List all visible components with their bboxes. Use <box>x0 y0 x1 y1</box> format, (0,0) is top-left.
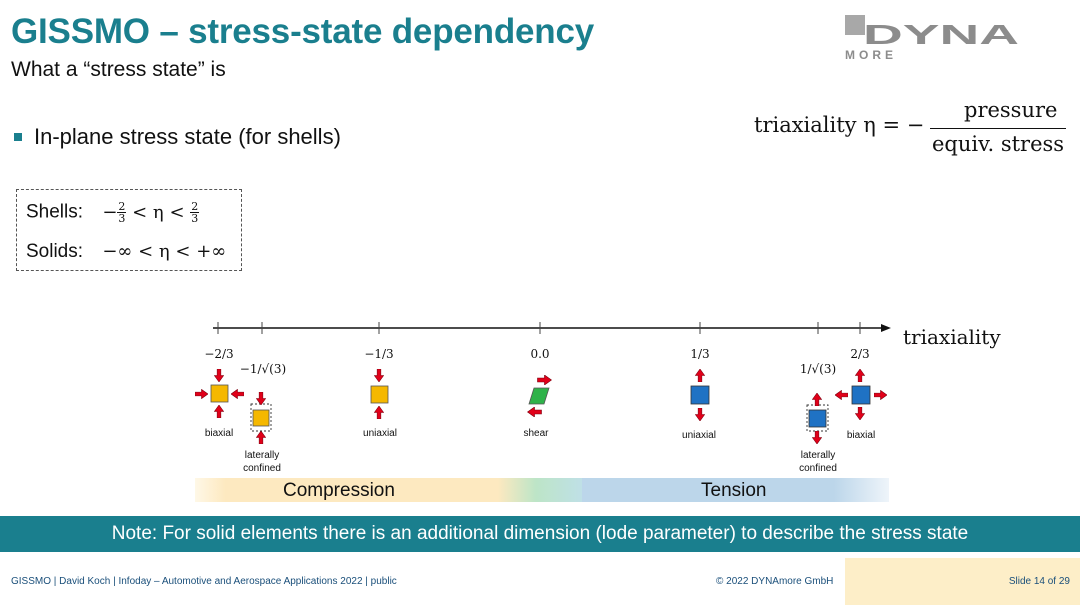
element-square <box>370 385 389 404</box>
element-square <box>851 385 871 405</box>
tick-label: 2/3 <box>850 347 869 361</box>
tick-label: −1/3 <box>364 347 393 361</box>
logo-text-more: MORE <box>845 48 897 61</box>
solids-label: Solids: <box>26 241 84 262</box>
triaxiality-formula: triaxiality η = − pressure equiv. stress <box>754 96 1074 166</box>
tension-label: Tension <box>701 480 767 501</box>
arrow-up-icon <box>374 406 384 419</box>
axis-label: triaxiality <box>903 325 1001 349</box>
arrow-down-icon <box>214 369 224 382</box>
arrow-down-icon <box>812 431 822 444</box>
logo-text-dyna: DYNA <box>863 19 1019 50</box>
note-banner: Note: For solid elements there is an add… <box>0 516 1080 552</box>
element-square <box>210 384 229 403</box>
triaxiality-axis: triaxiality −2/3 −1/√(3) −1/3 0.0 1/3 1/… <box>204 322 1001 376</box>
formula-denominator: equiv. stress <box>932 132 1065 156</box>
slide-title: GISSMO – stress-state dependency <box>11 12 594 51</box>
dynamore-logo: DYNA MORE <box>845 15 1019 61</box>
arrow-up-icon <box>812 393 822 406</box>
triaxiality-diagram: triaxiality −2/3 −1/√(3) −1/3 0.0 1/3 1/… <box>195 322 1001 474</box>
arrow-up-icon <box>695 369 705 382</box>
arrow-up-icon <box>214 405 224 418</box>
laterally-confined-compression-element <box>250 392 272 444</box>
formula-lhs: triaxiality η = − <box>754 113 925 137</box>
footer-copyright: © 2022 DYNAmore GmbH <box>716 576 834 587</box>
arrow-left-icon <box>231 389 244 399</box>
bullet-point: In-plane stress state (for shells) <box>14 124 341 150</box>
state-label-uniaxial: uniaxial <box>682 430 716 441</box>
arrow-up-icon <box>256 431 266 444</box>
state-label-shear: shear <box>523 428 549 439</box>
arrow-down-icon <box>695 408 705 421</box>
compression-label: Compression <box>283 480 395 501</box>
arrow-left-icon <box>835 390 848 400</box>
fraction-bar <box>930 128 1066 130</box>
bullet-text: In-plane stress state (for shells) <box>34 124 341 149</box>
state-label-uniaxial: uniaxial <box>363 428 397 439</box>
arrow-down-icon <box>374 369 384 382</box>
transition-band <box>498 478 582 502</box>
tick-label: −2/3 <box>204 347 233 361</box>
tick-label: −1/√(3) <box>240 362 286 376</box>
formula-numerator: pressure <box>964 98 1058 122</box>
state-label-biaxial: biaxial <box>847 430 875 441</box>
solids-range-expression: −∞ < η < +∞ <box>102 241 227 262</box>
bullet-square-icon <box>14 133 22 141</box>
arrow-down-icon <box>256 392 266 405</box>
arrow-up-icon <box>855 369 865 382</box>
element-parallelogram <box>528 387 550 405</box>
footer-slide-number: Slide 14 of 29 <box>1008 576 1070 587</box>
arrow-left-icon <box>527 407 542 417</box>
uniaxial-compression-element <box>370 369 389 419</box>
element-square <box>252 409 270 427</box>
laterally-confined-tension-element <box>806 393 829 444</box>
biaxial-tension-element <box>835 369 887 420</box>
arrow-down-icon <box>855 407 865 420</box>
footer-presentation-info: GISSMO | David Koch | Infoday – Automoti… <box>11 576 397 587</box>
solids-range-row: Solids: −∞ < η < +∞ <box>26 241 226 263</box>
tick-label: 0.0 <box>530 347 549 361</box>
slide-subtitle: What a “stress state” is <box>11 58 226 81</box>
arrow-right-icon <box>537 375 552 385</box>
compression-band <box>195 478 498 502</box>
uniaxial-tension-element <box>690 369 710 421</box>
tick-label: 1/3 <box>690 347 709 361</box>
note-text: Note: For solid elements there is an add… <box>111 523 969 544</box>
biaxial-compression-element <box>195 369 244 418</box>
shells-label: Shells: <box>26 201 84 223</box>
arrow-right-icon <box>874 390 887 400</box>
footer-highlight <box>845 558 1080 605</box>
element-square <box>690 385 710 405</box>
state-label-biaxial: biaxial <box>205 428 233 439</box>
shear-element <box>527 375 552 417</box>
element-square <box>808 409 827 428</box>
tension-band <box>582 478 889 502</box>
arrow-right-icon <box>195 389 208 399</box>
tick-label: 1/√(3) <box>800 362 836 376</box>
